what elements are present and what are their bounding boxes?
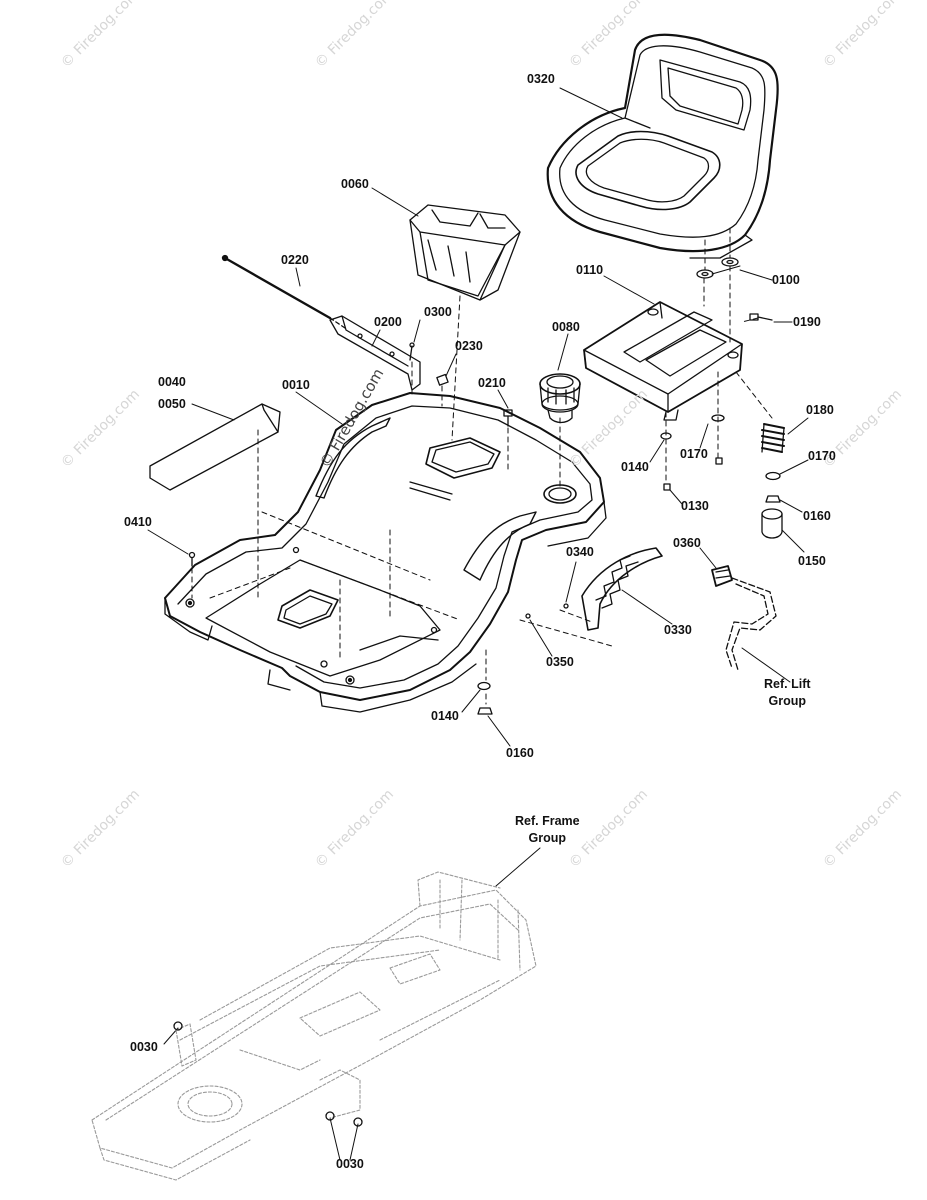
label-0190: 0190 [793, 315, 821, 329]
clip-part-0230 [437, 375, 448, 386]
label-0110: 0110 [576, 263, 604, 277]
label-0030-lower: 0030 [336, 1157, 364, 1171]
seat-part-0320 [548, 35, 778, 258]
bumper-part-0150 [762, 509, 782, 538]
label-0160-lower: 0160 [506, 746, 534, 760]
bolt-part-0210 [504, 410, 512, 426]
label-0210: 0210 [478, 376, 506, 390]
mat-part-0040 [150, 404, 280, 490]
label-0350: 0350 [546, 655, 574, 669]
label-0340: 0340 [566, 545, 594, 559]
label-0010: 0010 [282, 378, 310, 392]
label-0200: 0200 [374, 315, 402, 329]
bracket-part-0200 [330, 316, 420, 390]
knob-part-0360 [712, 566, 732, 586]
label-0140-lower: 0140 [431, 709, 459, 723]
label-0080: 0080 [552, 320, 580, 334]
assembly-guide-lines [192, 228, 772, 704]
screw-part-0410 [190, 553, 195, 567]
knob-part-0080 [540, 374, 580, 423]
frame-bolts-0030 [174, 1022, 362, 1126]
label-0130: 0130 [681, 499, 709, 513]
screw-part-0350 [526, 614, 530, 618]
label-0040: 0040 [158, 375, 186, 389]
frame-reference [92, 872, 536, 1180]
label-0220: 0220 [281, 253, 309, 267]
screw-part-0340 [564, 604, 568, 608]
lift-lever-reference [726, 578, 776, 670]
ref-lift-group-label: Ref. Lift Group [764, 677, 811, 708]
label-0330: 0330 [664, 623, 692, 637]
label-0300: 0300 [424, 305, 452, 319]
label-0170-center: 0170 [680, 447, 708, 461]
label-0170-right: 0170 [808, 449, 836, 463]
label-0060: 0060 [341, 177, 369, 191]
seat-plate-part-0110 [584, 302, 742, 420]
label-0230: 0230 [455, 339, 483, 353]
battery-box-part-0060 [410, 205, 520, 300]
nut-part-0160 [478, 496, 780, 714]
label-0160-right: 0160 [803, 509, 831, 523]
fender-deck-part-0010 [165, 393, 606, 712]
label-0100: 0100 [772, 273, 800, 287]
label-0360: 0360 [673, 536, 701, 550]
label-0140-upper: 0140 [621, 460, 649, 474]
label-0030-upper: 0030 [130, 1040, 158, 1054]
label-0180: 0180 [806, 403, 834, 417]
label-0150: 0150 [798, 554, 826, 568]
ref-frame-group-label: Ref. Frame Group [515, 814, 580, 845]
label-0050: 0050 [158, 397, 186, 411]
leader-lines [148, 88, 808, 1160]
label-0320: 0320 [527, 72, 555, 86]
label-0410: 0410 [124, 515, 152, 529]
pedal-pad-part-0330 [582, 548, 662, 630]
bolt-part-0190 [750, 314, 772, 320]
screw-part-0300 [410, 343, 414, 360]
spring-part-0180 [762, 424, 784, 452]
bolt-part-0130 [664, 458, 722, 490]
